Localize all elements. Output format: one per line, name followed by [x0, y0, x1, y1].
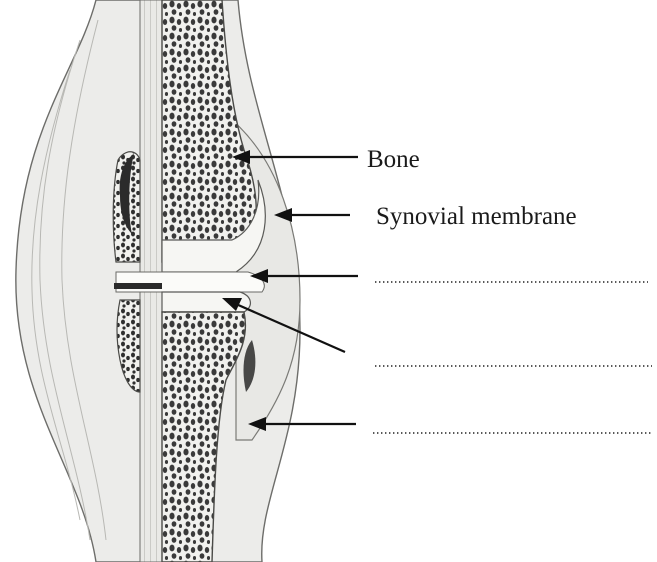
- cavity-dark-band: [114, 283, 162, 289]
- arrow-blank-3: [248, 417, 356, 431]
- label-synovial-membrane: Synovial membrane: [376, 203, 577, 230]
- arrow-blank-1: [250, 269, 358, 283]
- label-bone: Bone: [367, 146, 420, 173]
